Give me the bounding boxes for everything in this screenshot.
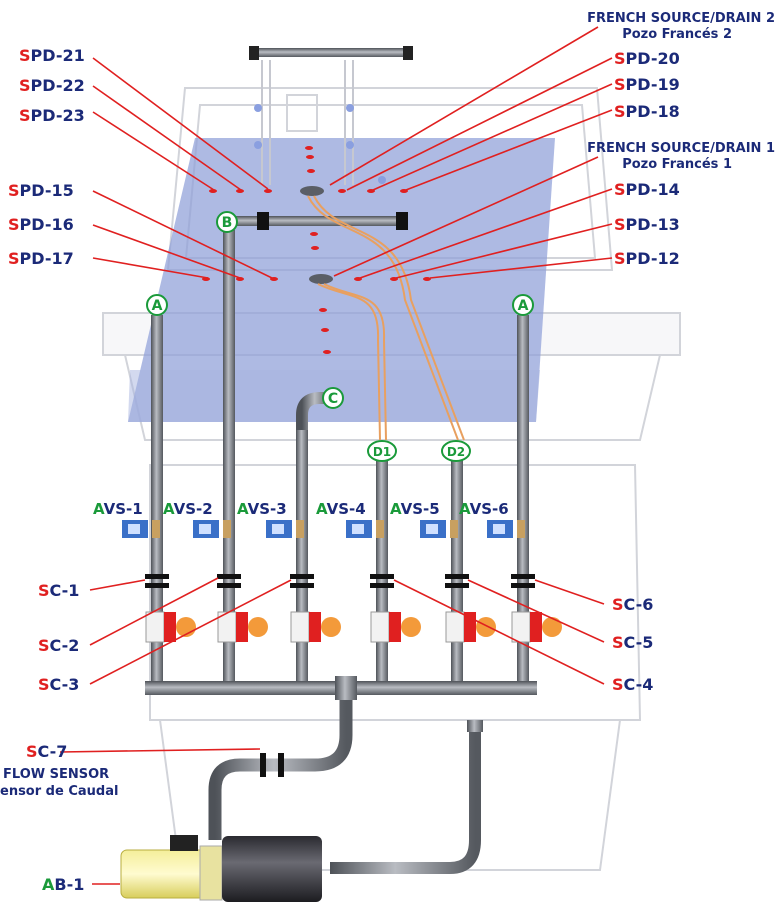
connector-b-tag: B bbox=[216, 211, 238, 233]
flow-sensor-subtitle: ensor de Caudal bbox=[0, 784, 118, 799]
avs-3-label: AVS-3 bbox=[237, 500, 287, 518]
leader-lines bbox=[59, 26, 613, 885]
sc-3-label: SC-3 bbox=[38, 675, 79, 694]
connector-c-tag: C bbox=[322, 387, 344, 409]
connector-d1-tag: D1 bbox=[367, 440, 397, 462]
spd-13-label: SPD-13 bbox=[614, 215, 680, 234]
french-drain-2 bbox=[300, 186, 324, 196]
connector-b-label: B bbox=[222, 215, 233, 231]
spd-23-label: SPD-23 bbox=[19, 106, 85, 125]
spd-14-label: SPD-14 bbox=[614, 180, 680, 199]
spd-18-label: SPD-18 bbox=[614, 102, 680, 121]
french-source-1-subtitle: Pozo Francés 1 bbox=[622, 157, 732, 172]
b-crossbar bbox=[230, 216, 406, 226]
connector-a-left-label: A bbox=[152, 298, 163, 314]
spd-21-label: SPD-21 bbox=[19, 46, 85, 65]
connector-d1-label: D1 bbox=[373, 445, 391, 459]
connector-d2-label: D2 bbox=[447, 445, 465, 459]
avs-6-label: AVS-6 bbox=[459, 500, 509, 518]
avs-valves bbox=[122, 520, 525, 538]
connector-c-label: C bbox=[328, 391, 338, 407]
connector-d2-tag: D2 bbox=[441, 440, 471, 462]
connector-a-left-tag: A bbox=[146, 294, 168, 316]
sc-6-label: SC-6 bbox=[612, 595, 653, 614]
spd-12-label: SPD-12 bbox=[614, 249, 680, 268]
connector-a-right-label: A bbox=[518, 298, 529, 314]
spd-15-label: SPD-15 bbox=[8, 181, 74, 200]
avs-5-label: AVS-5 bbox=[390, 500, 440, 518]
sc-couplings bbox=[145, 574, 535, 588]
spd-19-label: SPD-19 bbox=[614, 75, 680, 94]
french-drain-1 bbox=[309, 274, 333, 284]
avs-2-label: AVS-2 bbox=[163, 500, 213, 518]
flow-sensor-label: FLOW SENSOR bbox=[3, 767, 109, 782]
connector-a-right-tag: A bbox=[512, 294, 534, 316]
sc-7-label: SC-7 bbox=[26, 742, 67, 761]
french-source-2-subtitle: Pozo Francés 2 bbox=[622, 27, 732, 42]
avs-4-label: AVS-4 bbox=[316, 500, 366, 518]
drain-tubes bbox=[307, 195, 465, 441]
spd-22-label: SPD-22 bbox=[19, 76, 85, 95]
sc-1-label: SC-1 bbox=[38, 581, 79, 600]
spd-17-label: SPD-17 bbox=[8, 249, 74, 268]
french-source-2-title: FRENCH SOURCE/DRAIN 2 bbox=[587, 11, 775, 26]
spd-20-label: SPD-20 bbox=[614, 49, 680, 68]
pump-unit bbox=[120, 835, 322, 902]
sc-5-label: SC-5 bbox=[612, 633, 653, 652]
sc-2-label: SC-2 bbox=[38, 636, 79, 655]
ab-1-label: AB-1 bbox=[42, 875, 84, 894]
top-rails bbox=[249, 46, 413, 185]
french-source-1-title: FRENCH SOURCE/DRAIN 1 bbox=[587, 141, 775, 156]
pump-piping bbox=[208, 700, 483, 874]
sc-4-label: SC-4 bbox=[612, 675, 653, 694]
avs-1-label: AVS-1 bbox=[93, 500, 143, 518]
flow-regulators bbox=[145, 611, 562, 643]
spd-16-label: SPD-16 bbox=[8, 215, 74, 234]
